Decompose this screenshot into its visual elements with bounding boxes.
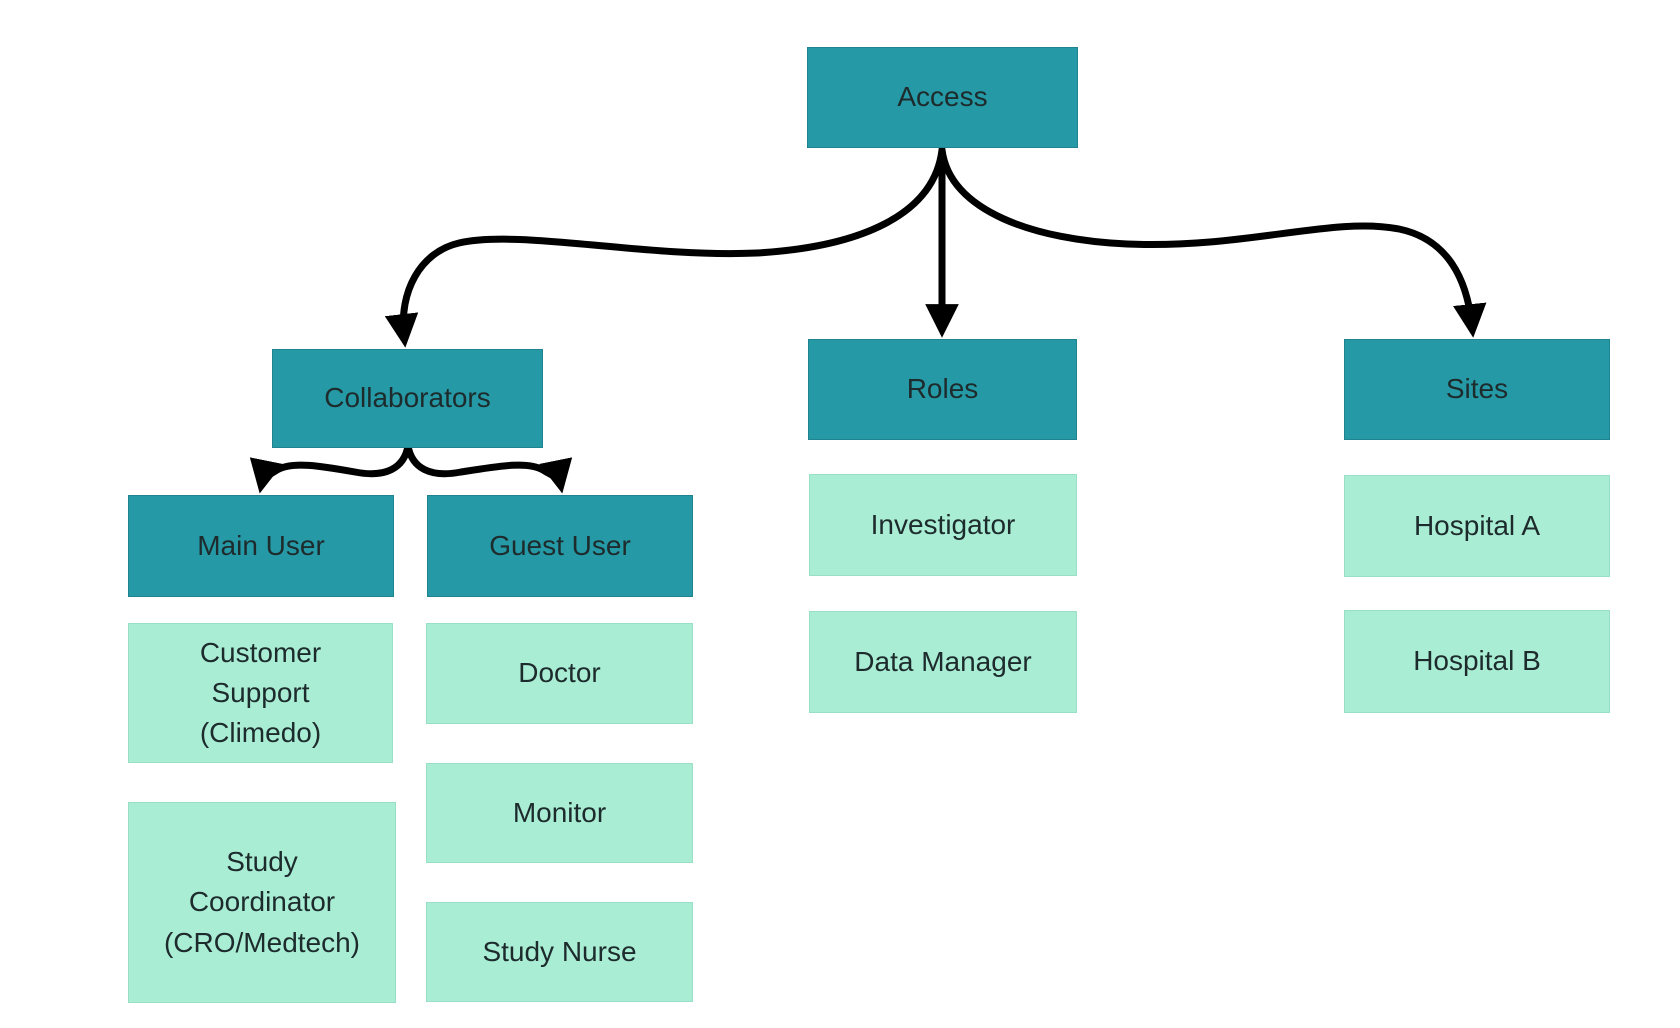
node-study-coordinator: Study Coordinator (CRO/Medtech) [128, 802, 396, 1003]
node-roles: Roles [808, 339, 1077, 440]
edge-collaborators-to-guest-user [404, 442, 573, 494]
node-collaborators: Collaborators [272, 349, 543, 448]
edge-collaborators-to-main-user [249, 442, 412, 494]
node-investigator: Investigator [809, 474, 1077, 576]
node-access: Access [807, 47, 1078, 148]
node-data-manager: Data Manager [809, 611, 1077, 713]
node-hospital-a: Hospital A [1344, 475, 1610, 577]
edge-access-to-sites [938, 146, 1487, 338]
edge-access-to-collaborators [384, 146, 946, 348]
node-main-user: Main User [128, 495, 394, 597]
node-hospital-b: Hospital B [1344, 610, 1610, 713]
node-monitor: Monitor [426, 763, 693, 863]
node-doctor: Doctor [426, 623, 693, 724]
node-sites: Sites [1344, 339, 1610, 440]
node-customer-support: Customer Support (Climedo) [128, 623, 393, 763]
node-guest-user: Guest User [427, 495, 693, 597]
node-study-nurse: Study Nurse [426, 902, 693, 1002]
